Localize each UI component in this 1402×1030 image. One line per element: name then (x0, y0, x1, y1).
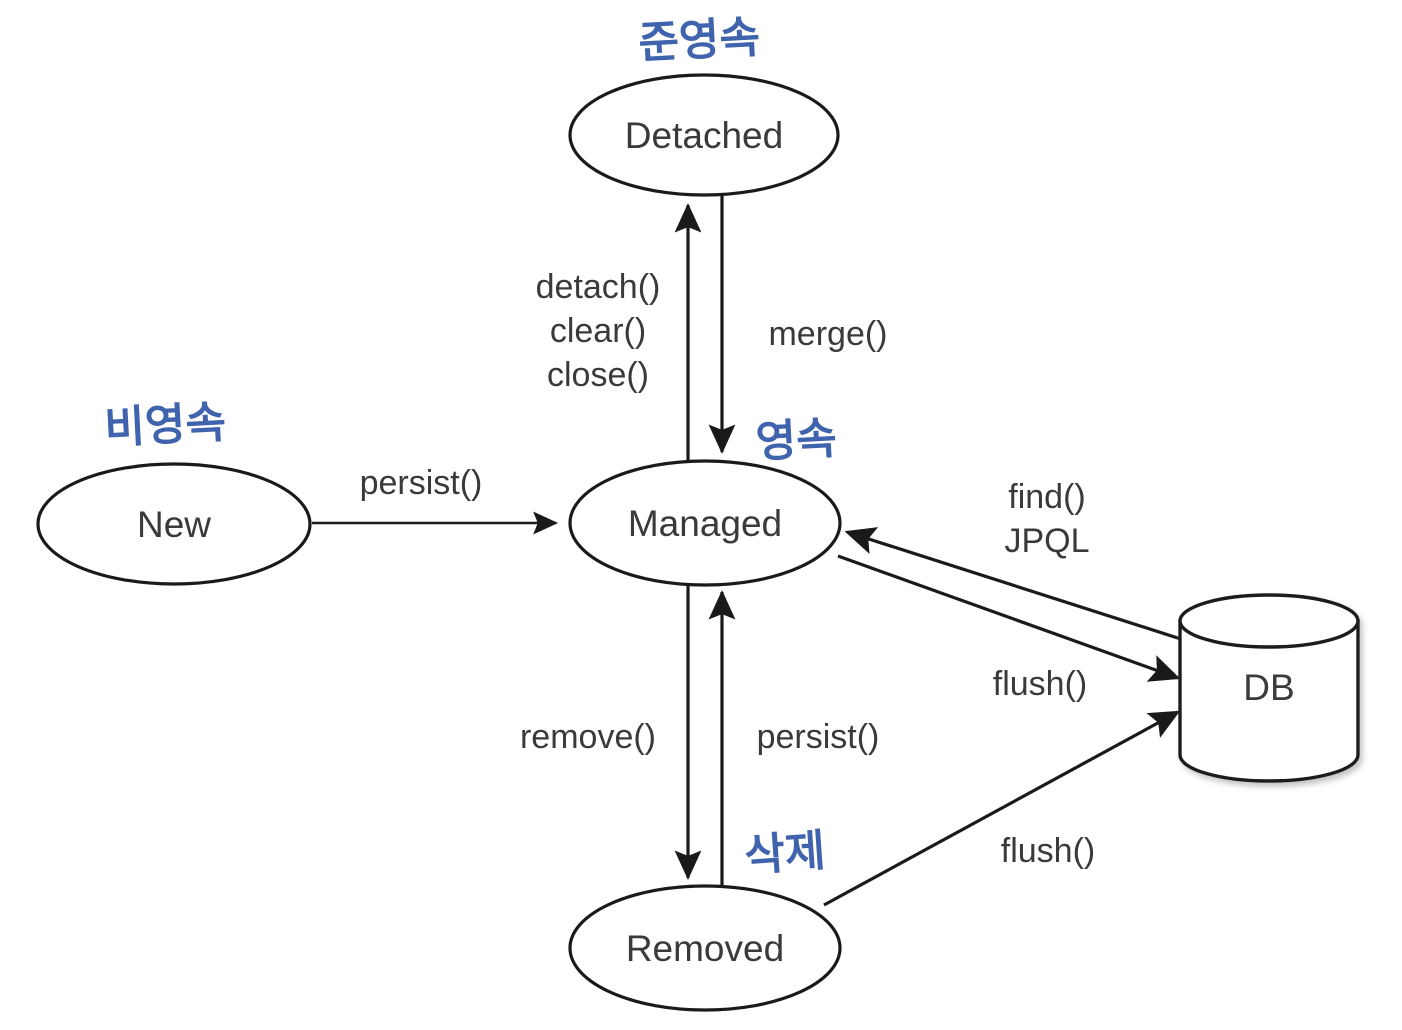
edge-managed-to-db (837, 554, 1181, 682)
annotation-managed-korean: 영속 (754, 413, 838, 468)
node-managed-label: Managed (628, 503, 782, 544)
edge-label-remove: remove() (520, 718, 656, 756)
node-new-shape[interactable] (36, 462, 312, 586)
node-db-cylinder-top (1178, 593, 1360, 649)
node-removed[interactable]: Removed (568, 884, 842, 1012)
edge-removed-to-db-line (823, 710, 1181, 907)
node-db[interactable]: DB (1178, 593, 1360, 783)
node-db-label: DB (1243, 667, 1294, 708)
edge-managed-to-db-line (837, 554, 1181, 682)
edge-label-close: close() (547, 356, 649, 394)
edge-label-find: find() (1008, 478, 1085, 516)
annotation-detached-korean: 준영속 (637, 12, 761, 69)
edge-db-to-managed-line (844, 527, 1185, 642)
edge-label-flush-removed: flush() (1001, 832, 1095, 870)
node-managed[interactable]: Managed (568, 459, 842, 587)
node-removed-shape[interactable] (568, 884, 842, 1012)
node-detached-shape[interactable] (568, 73, 840, 197)
annotation-new-korean: 비영속 (103, 397, 227, 454)
edge-label-clear: clear() (550, 312, 646, 350)
edge-label-persist-new: persist() (360, 464, 483, 502)
edge-db-to-managed (844, 527, 1185, 642)
annotation-removed-korean: 삭제 (743, 825, 827, 882)
node-detached[interactable]: Detached (568, 73, 840, 197)
node-managed-shape[interactable] (568, 459, 842, 587)
edge-label-merge: merge() (768, 315, 887, 353)
edge-label-detach: detach() (536, 268, 661, 306)
edge-removed-to-db (823, 710, 1181, 907)
node-new[interactable]: New (36, 462, 312, 586)
node-new-label: New (137, 504, 211, 545)
node-db-cylinder-body[interactable] (1178, 619, 1360, 783)
edge-label-persist-removed: persist() (757, 718, 880, 756)
node-removed-label: Removed (626, 928, 784, 969)
edge-label-flush-managed: flush() (993, 665, 1087, 703)
edge-label-jpql: JPQL (1004, 522, 1089, 560)
node-detached-label: Detached (625, 115, 783, 156)
